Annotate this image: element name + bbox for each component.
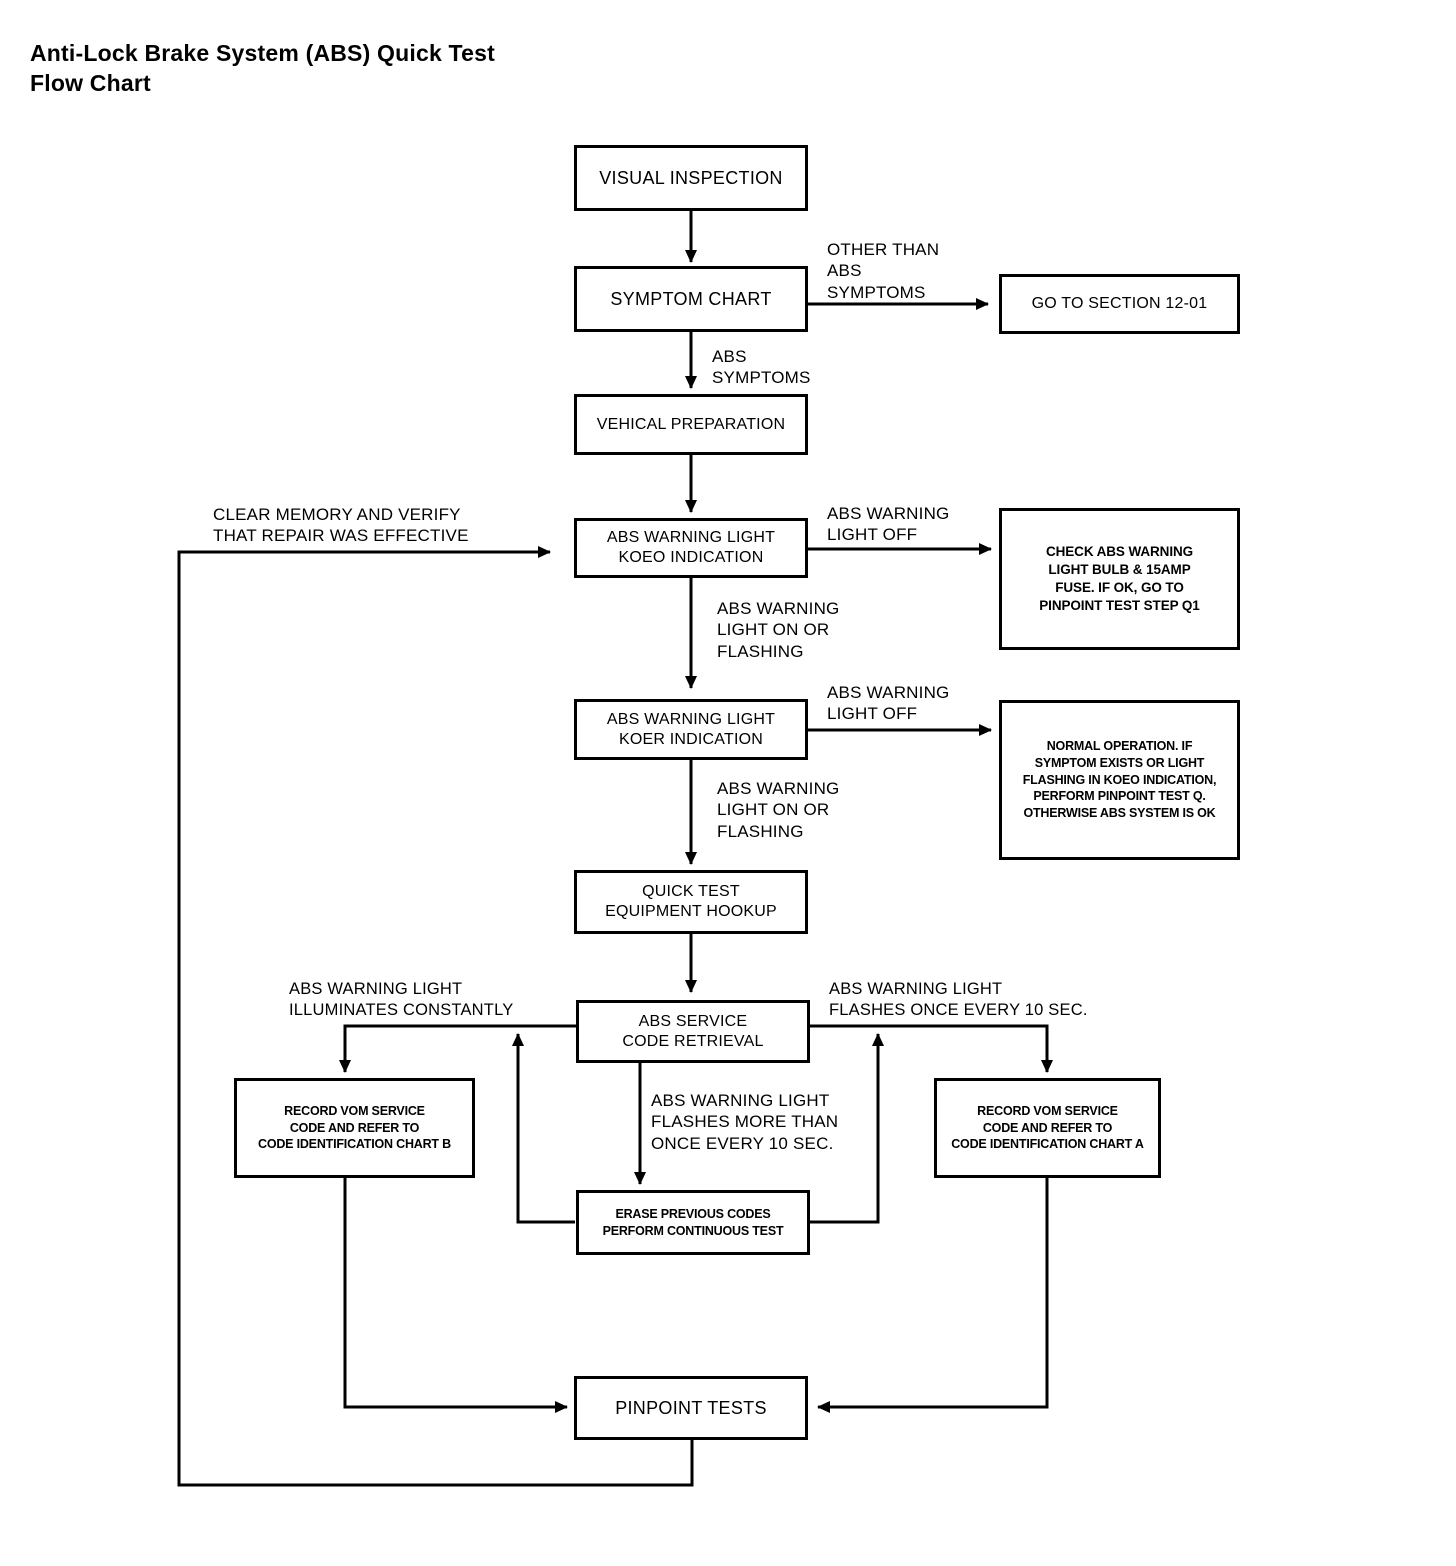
node-record-chart-b[interactable]: RECORD VOM SERVICE CODE AND REFER TO COD…	[234, 1078, 475, 1178]
edge-label-koer-light-off: ABS WARNING LIGHT OFF	[827, 683, 950, 724]
edge-label-clear-memory: CLEAR MEMORY AND VERIFY THAT REPAIR WAS …	[213, 505, 469, 546]
edge-label-illuminates-constantly: ABS WARNING LIGHT ILLUMINATES CONSTANTLY	[289, 980, 514, 1019]
node-code-retrieval-label: ABS SERVICE CODE RETRIEVAL	[622, 1012, 764, 1050]
node-go-to-section[interactable]: GO TO SECTION 12-01	[999, 274, 1240, 334]
node-quick-test-hookup[interactable]: QUICK TEST EQUIPMENT HOOKUP	[574, 870, 808, 934]
edge-label-koeo-light-off: ABS WARNING LIGHT OFF	[827, 504, 950, 545]
edge-charta-to-pinpoint	[817, 1178, 1049, 1413]
edge-erase-to-retrieval-right	[810, 1033, 884, 1224]
edge-retrieval-to-chartb	[339, 1024, 576, 1073]
node-normal-operation-label: NORMAL OPERATION. IF SYMPTOM EXISTS OR L…	[1022, 738, 1217, 821]
node-koer-indication-label: ABS WARNING LIGHT KOER INDICATION	[606, 710, 776, 748]
node-code-retrieval[interactable]: ABS SERVICE CODE RETRIEVAL	[576, 1000, 810, 1063]
node-go-to-section-label: GO TO SECTION 12-01	[1031, 295, 1208, 312]
node-koeo-indication[interactable]: ABS WARNING LIGHT KOEO INDICATION	[574, 518, 808, 578]
page-title: Anti-Lock Brake System (ABS) Quick Test …	[30, 40, 495, 97]
node-visual-inspection[interactable]: VISUAL INSPECTION	[574, 145, 808, 211]
node-koeo-indication-label: ABS WARNING LIGHT KOEO INDICATION	[606, 529, 776, 566]
edge-erase-to-retrieval-left	[512, 1033, 575, 1224]
node-symptom-chart-label: SYMPTOM CHART	[610, 288, 772, 309]
node-koer-indication[interactable]: ABS WARNING LIGHT KOER INDICATION	[574, 699, 808, 760]
edge-pinpoint-to-koeo-feedback	[177, 546, 694, 1487]
node-vehical-preparation-label: VEHICAL PREPARATION	[596, 415, 786, 433]
node-pinpoint-tests-label: PINPOINT TESTS	[615, 1397, 767, 1418]
node-visual-inspection-label: VISUAL INSPECTION	[599, 167, 783, 188]
edge-label-koer-light-on: ABS WARNING LIGHT ON OR FLASHING	[717, 779, 840, 841]
edge-label-other-than-abs: OTHER THAN ABS SYMPTOMS	[827, 240, 940, 302]
node-quick-test-hookup-label: QUICK TEST EQUIPMENT HOOKUP	[605, 883, 777, 920]
edge-label-koeo-light-on: ABS WARNING LIGHT ON OR FLASHING	[717, 599, 840, 661]
edge-label-abs-symptoms: ABS SYMPTOMS	[712, 347, 811, 388]
edge-retrieval-to-charta	[810, 1024, 1053, 1073]
node-record-chart-a[interactable]: RECORD VOM SERVICE CODE AND REFER TO COD…	[934, 1078, 1161, 1178]
node-pinpoint-tests[interactable]: PINPOINT TESTS	[574, 1376, 808, 1440]
node-normal-operation[interactable]: NORMAL OPERATION. IF SYMPTOM EXISTS OR L…	[999, 700, 1240, 860]
edge-chartb-to-pinpoint	[343, 1178, 568, 1413]
node-symptom-chart[interactable]: SYMPTOM CHART	[574, 266, 808, 332]
node-erase-codes[interactable]: ERASE PREVIOUS CODES PERFORM CONTINUOUS …	[576, 1190, 810, 1255]
node-record-chart-a-label: RECORD VOM SERVICE CODE AND REFER TO COD…	[951, 1103, 1144, 1152]
edge-label-flashes-more: ABS WARNING LIGHT FLASHES MORE THAN ONCE…	[651, 1091, 839, 1153]
node-erase-codes-label: ERASE PREVIOUS CODES PERFORM CONTINUOUS …	[602, 1206, 784, 1238]
node-vehical-preparation[interactable]: VEHICAL PREPARATION	[574, 394, 808, 455]
node-check-bulb[interactable]: CHECK ABS WARNING LIGHT BULB & 15AMP FUS…	[999, 508, 1240, 650]
edge-label-flashes-once: ABS WARNING LIGHT FLASHES ONCE EVERY 10 …	[829, 980, 1088, 1019]
node-record-chart-b-label: RECORD VOM SERVICE CODE AND REFER TO COD…	[258, 1103, 451, 1152]
node-check-bulb-label: CHECK ABS WARNING LIGHT BULB & 15AMP FUS…	[1039, 543, 1200, 614]
